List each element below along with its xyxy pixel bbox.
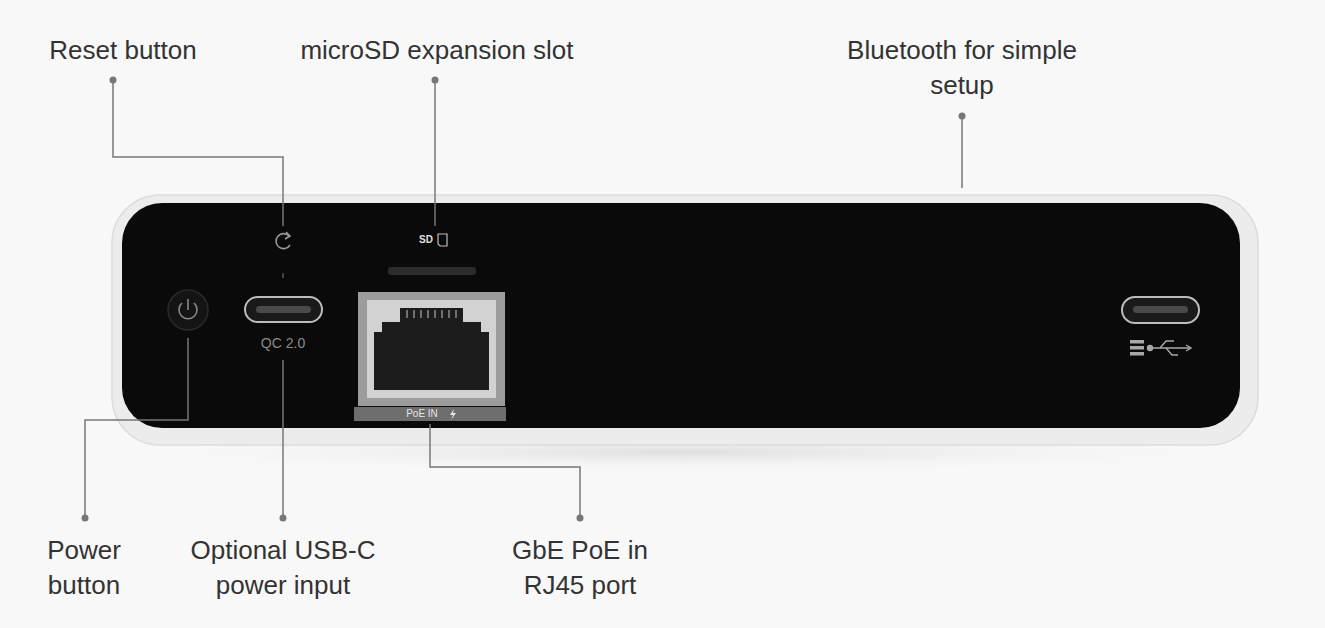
device-face	[122, 203, 1240, 428]
rj45-frame	[358, 292, 505, 406]
poe-bolt-icon	[450, 409, 456, 420]
rj45-frame	[367, 300, 496, 398]
reset-hole	[282, 273, 284, 278]
reset-icon	[276, 234, 290, 249]
power-button	[168, 290, 208, 330]
part-label: Power button	[19, 533, 149, 603]
port-marking: QC 2.0	[261, 335, 305, 352]
part-label: Bluetooth for simple setup	[847, 33, 1077, 103]
usb-c-tongue	[1133, 306, 1188, 313]
rj45-pins	[407, 310, 456, 318]
power-icon	[187, 299, 189, 310]
port-marking: PoE IN	[406, 408, 438, 420]
part-label: microSD expansion slot	[300, 33, 573, 68]
part-label: GbE PoE in RJ45 port	[493, 533, 668, 603]
leader-line	[85, 80, 962, 518]
port-marking: SD	[419, 234, 433, 246]
storage-usb-icon	[1148, 341, 1192, 355]
device-housing	[112, 195, 1258, 445]
usb-c-tongue	[256, 306, 311, 313]
storage-usb-icon	[1130, 340, 1144, 356]
microsd-slot	[388, 267, 476, 275]
leader-dot	[82, 77, 966, 522]
poe-strip	[354, 407, 506, 421]
usb-c-port	[1122, 297, 1199, 323]
reset-icon	[285, 232, 290, 239]
part-label: Reset button	[49, 33, 196, 68]
part-label: Optional USB-C power input	[176, 533, 391, 603]
usb-c-port	[245, 297, 322, 322]
rj45-opening	[374, 308, 489, 390]
sd-icon	[438, 234, 447, 246]
